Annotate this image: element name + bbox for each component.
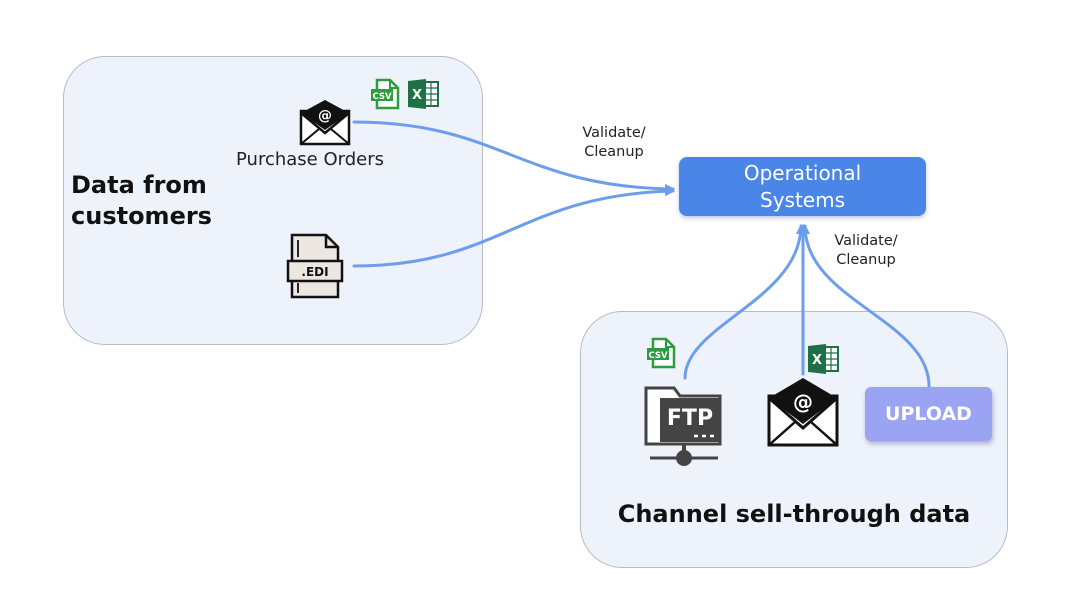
csv-badge-text: CSV (648, 351, 668, 361)
po-to-ops-arrow (352, 120, 675, 194)
edi-file-icon: .EDI (286, 233, 344, 299)
purchase-orders-label: Purchase Orders (236, 149, 384, 170)
customers-panel-title: Data from customers (71, 171, 212, 230)
channel-panel-title: Channel sell-through data (617, 500, 971, 528)
excel-file-icon: X (408, 79, 439, 109)
operational-systems-label: Operational Systems (743, 160, 862, 212)
upload-button[interactable]: UPLOAD (865, 387, 992, 441)
excel-badge-text: X (812, 353, 822, 368)
upload-label: UPLOAD (885, 403, 972, 425)
upload-to-ops-arrow (800, 224, 931, 388)
email-icon: @ (767, 378, 839, 447)
edi-badge-text: .EDI (301, 265, 328, 279)
ftp-label: FTP (667, 406, 713, 431)
email-icon: @ (299, 100, 351, 146)
csv-file-icon: CSV (647, 337, 676, 369)
email-at-symbol: @ (318, 108, 332, 124)
excel-file-icon: X (808, 344, 839, 374)
operational-systems-node: Operational Systems (679, 157, 926, 216)
email-at-symbol: @ (793, 390, 813, 414)
ftp-server-icon: FTP (644, 386, 722, 466)
customers-edge-label: Validate/ Cleanup (582, 125, 646, 160)
ftp-to-ops-arrow (683, 224, 806, 380)
edi-to-ops-arrow (352, 186, 675, 268)
channel-edge-label: Validate/ Cleanup (834, 233, 898, 268)
excel-badge-text: X (412, 88, 422, 103)
csv-badge-text: CSV (372, 92, 392, 102)
csv-file-icon: CSV (371, 78, 400, 110)
